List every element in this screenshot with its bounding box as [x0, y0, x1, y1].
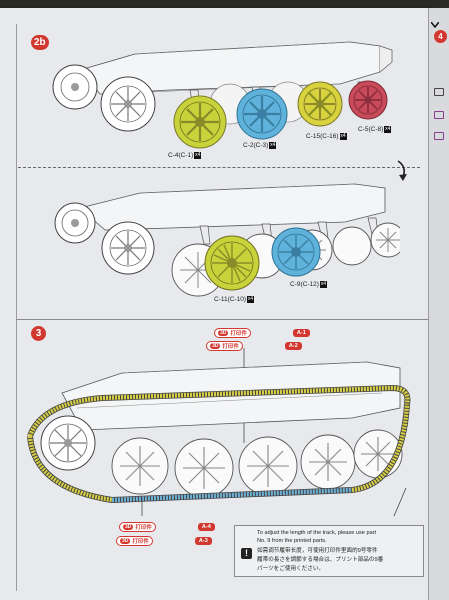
- page-frame: [16, 24, 429, 591]
- part-box-icon: [434, 111, 444, 119]
- step-4-badge: 4: [434, 30, 447, 43]
- curved-arrow-icon: [397, 160, 407, 181]
- step-2b-bottom-diagram: [54, 183, 400, 297]
- part-label: C-15(C-16)x4: [306, 133, 347, 140]
- callout-subtext: [160, 526, 194, 529]
- instruction-sheet: 2b: [0, 8, 428, 600]
- part-box-icon: [434, 88, 444, 96]
- part-label: C-5(C-8)x4: [358, 126, 392, 133]
- part-label: C-2(C-3)x4: [243, 142, 277, 149]
- section-divider: [16, 319, 428, 320]
- chevron-down-icon: [431, 22, 439, 28]
- part-label: C-9(C-12)x4: [290, 281, 327, 288]
- step-2b-top-diagram: [52, 41, 393, 149]
- part-label: C-4(C-1)x4: [168, 152, 202, 159]
- next-page-edge: 4: [428, 8, 449, 600]
- note-text-en-2: No. 9 from the printed parts.: [257, 538, 327, 544]
- step-3-badge: 3: [31, 326, 46, 341]
- callout-subtext: [255, 332, 289, 335]
- warning-icon: !: [241, 548, 252, 559]
- part-label: C-11(C-10)x4: [214, 296, 255, 303]
- part-box-icon: [434, 132, 444, 140]
- note-text-en-1: To adjust the length of the track, pleas…: [257, 530, 377, 536]
- section-divider: [18, 167, 420, 168]
- step-2b-badge: 2b: [31, 35, 49, 50]
- note-text-ja-2: パーツをご使用ください。: [257, 566, 325, 572]
- callout-subtext: [157, 540, 191, 543]
- callout-subtext: [247, 345, 281, 348]
- note-text-zh: 如需调节履带长度，可使用打印件里面的9号零件: [257, 548, 378, 554]
- track-length-note: ! To adjust the length of the track, ple…: [234, 525, 424, 577]
- step-3-diagram: [27, 348, 411, 517]
- note-text-ja-1: 履帯の長さを調節する場合は、プリント部品の9番: [257, 557, 384, 563]
